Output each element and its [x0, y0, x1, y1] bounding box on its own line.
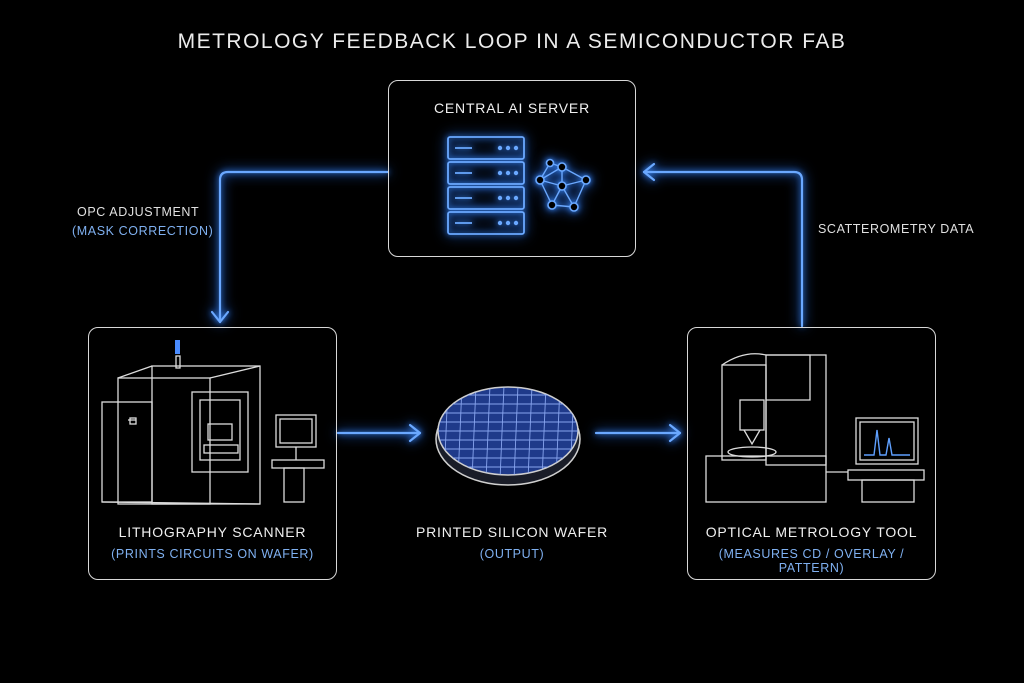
- optical-metrology-tool-node[interactable]: [687, 327, 936, 580]
- central-ai-server-label: CENTRAL AI SERVER: [434, 100, 590, 116]
- arrow-server-to-litho: [218, 170, 390, 324]
- lithography-scanner-node[interactable]: [88, 327, 337, 580]
- mask-correction-label: (MASK CORRECTION): [72, 224, 214, 238]
- scatterometry-data-label: SCATTEROMETRY DATA: [818, 222, 975, 236]
- lithography-scanner-label: LITHOGRAPHY SCANNER: [118, 524, 307, 540]
- optical-metrology-tool-sublabel: (MEASURES CD / OVERLAY / PATTERN): [718, 547, 905, 575]
- printed-silicon-wafer-label: PRINTED SILICON WAFER: [415, 524, 609, 540]
- printed-silicon-wafer-sublabel: (OUTPUT): [479, 547, 545, 561]
- optical-metrology-tool-label: OPTICAL METROLOGY TOOL: [705, 524, 918, 540]
- diagram-title: METROLOGY FEEDBACK LOOP IN A SEMICONDUCT…: [177, 30, 847, 53]
- lithography-scanner-sublabel: (PRINTS CIRCUITS ON WAFER): [111, 547, 314, 561]
- opc-adjustment-label: OPC ADJUSTMENT: [77, 205, 200, 219]
- arrow-metro-to-server: [642, 170, 804, 328]
- central-ai-server-node[interactable]: [388, 80, 636, 257]
